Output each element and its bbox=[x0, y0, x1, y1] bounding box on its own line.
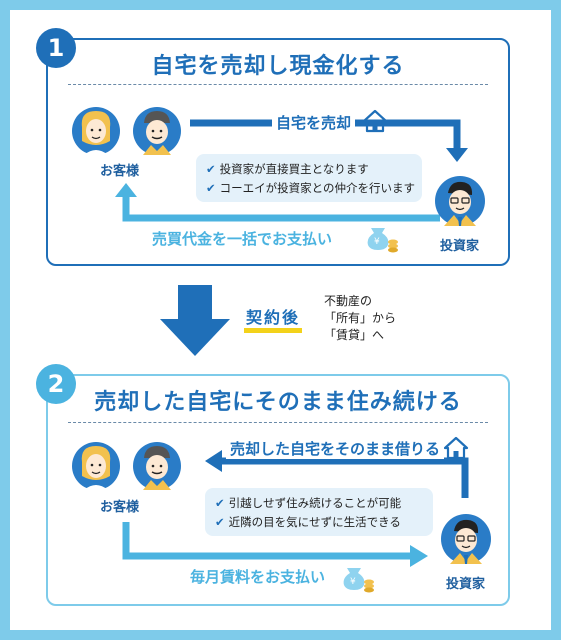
note-line: 「所有」から bbox=[324, 311, 397, 325]
customer-avatar-male bbox=[132, 441, 182, 491]
note-line: 「賃貸」へ bbox=[324, 328, 385, 342]
customer-avatar-female bbox=[71, 106, 121, 156]
note-line: 不動産の bbox=[324, 294, 373, 308]
step1-customer-label: お客様 bbox=[100, 164, 140, 179]
check-icon: ✔ bbox=[215, 496, 225, 510]
contract-keyword: 契約後 bbox=[244, 304, 303, 333]
step2-info-bubble: ✔引越しせず住み続けることが可能 ✔近隣の目を気にせずに生活できる bbox=[205, 488, 433, 536]
step1-payment-arrow bbox=[115, 183, 440, 222]
bubble-line: 近隣の目を気にせずに生活できる bbox=[228, 515, 401, 529]
transition-note: 不動産の 「所有」から 「賃貸」へ bbox=[324, 293, 396, 344]
step1-number-badge: 1 bbox=[36, 28, 76, 68]
down-arrow-icon bbox=[160, 285, 230, 356]
check-icon: ✔ bbox=[206, 181, 216, 195]
step2-customer-label: お客様 bbox=[100, 500, 140, 515]
step2-payment-label: 毎月賃料をお支払い bbox=[190, 568, 326, 586]
step2-title: 売却した自宅にそのまま住み続ける bbox=[94, 390, 462, 415]
step1-investor-label: 投資家 bbox=[440, 239, 480, 254]
step2-rent-arrow bbox=[205, 450, 469, 498]
investor-avatar bbox=[434, 175, 486, 227]
house-icon bbox=[443, 436, 469, 460]
money-bag-icon bbox=[343, 568, 374, 593]
investor-avatar bbox=[440, 513, 492, 565]
check-icon: ✔ bbox=[206, 162, 216, 176]
step2-rent-label: 売却した自宅をそのまま借りる bbox=[226, 438, 445, 459]
step1-panel: 自宅を売却し現金化する bbox=[46, 38, 510, 266]
step1-divider bbox=[68, 84, 488, 85]
step1-sale-label: 自宅を売却 bbox=[272, 112, 356, 133]
customer-avatar-male bbox=[132, 106, 182, 156]
bubble-line: 引越しせず住み続けることが可能 bbox=[228, 496, 402, 510]
money-bag-icon bbox=[367, 228, 398, 253]
bubble-line: コーエイが投資家との仲介を行います bbox=[219, 181, 416, 195]
step2-payment-arrow bbox=[122, 522, 428, 567]
step2-divider bbox=[68, 422, 488, 423]
step1-payment-label: 売買代金を一括でお支払い bbox=[152, 230, 333, 248]
customer-avatar-female bbox=[71, 441, 121, 491]
step1-title: 自宅を売却し現金化する bbox=[151, 54, 405, 79]
bubble-line: 投資家が直接買主となります bbox=[219, 162, 369, 176]
step2-investor-label: 投資家 bbox=[446, 577, 486, 592]
step1-info-bubble: ✔投資家が直接買主となります ✔コーエイが投資家との仲介を行います bbox=[196, 154, 422, 202]
check-icon: ✔ bbox=[215, 515, 225, 529]
step2-number-badge: 2 bbox=[36, 364, 76, 404]
